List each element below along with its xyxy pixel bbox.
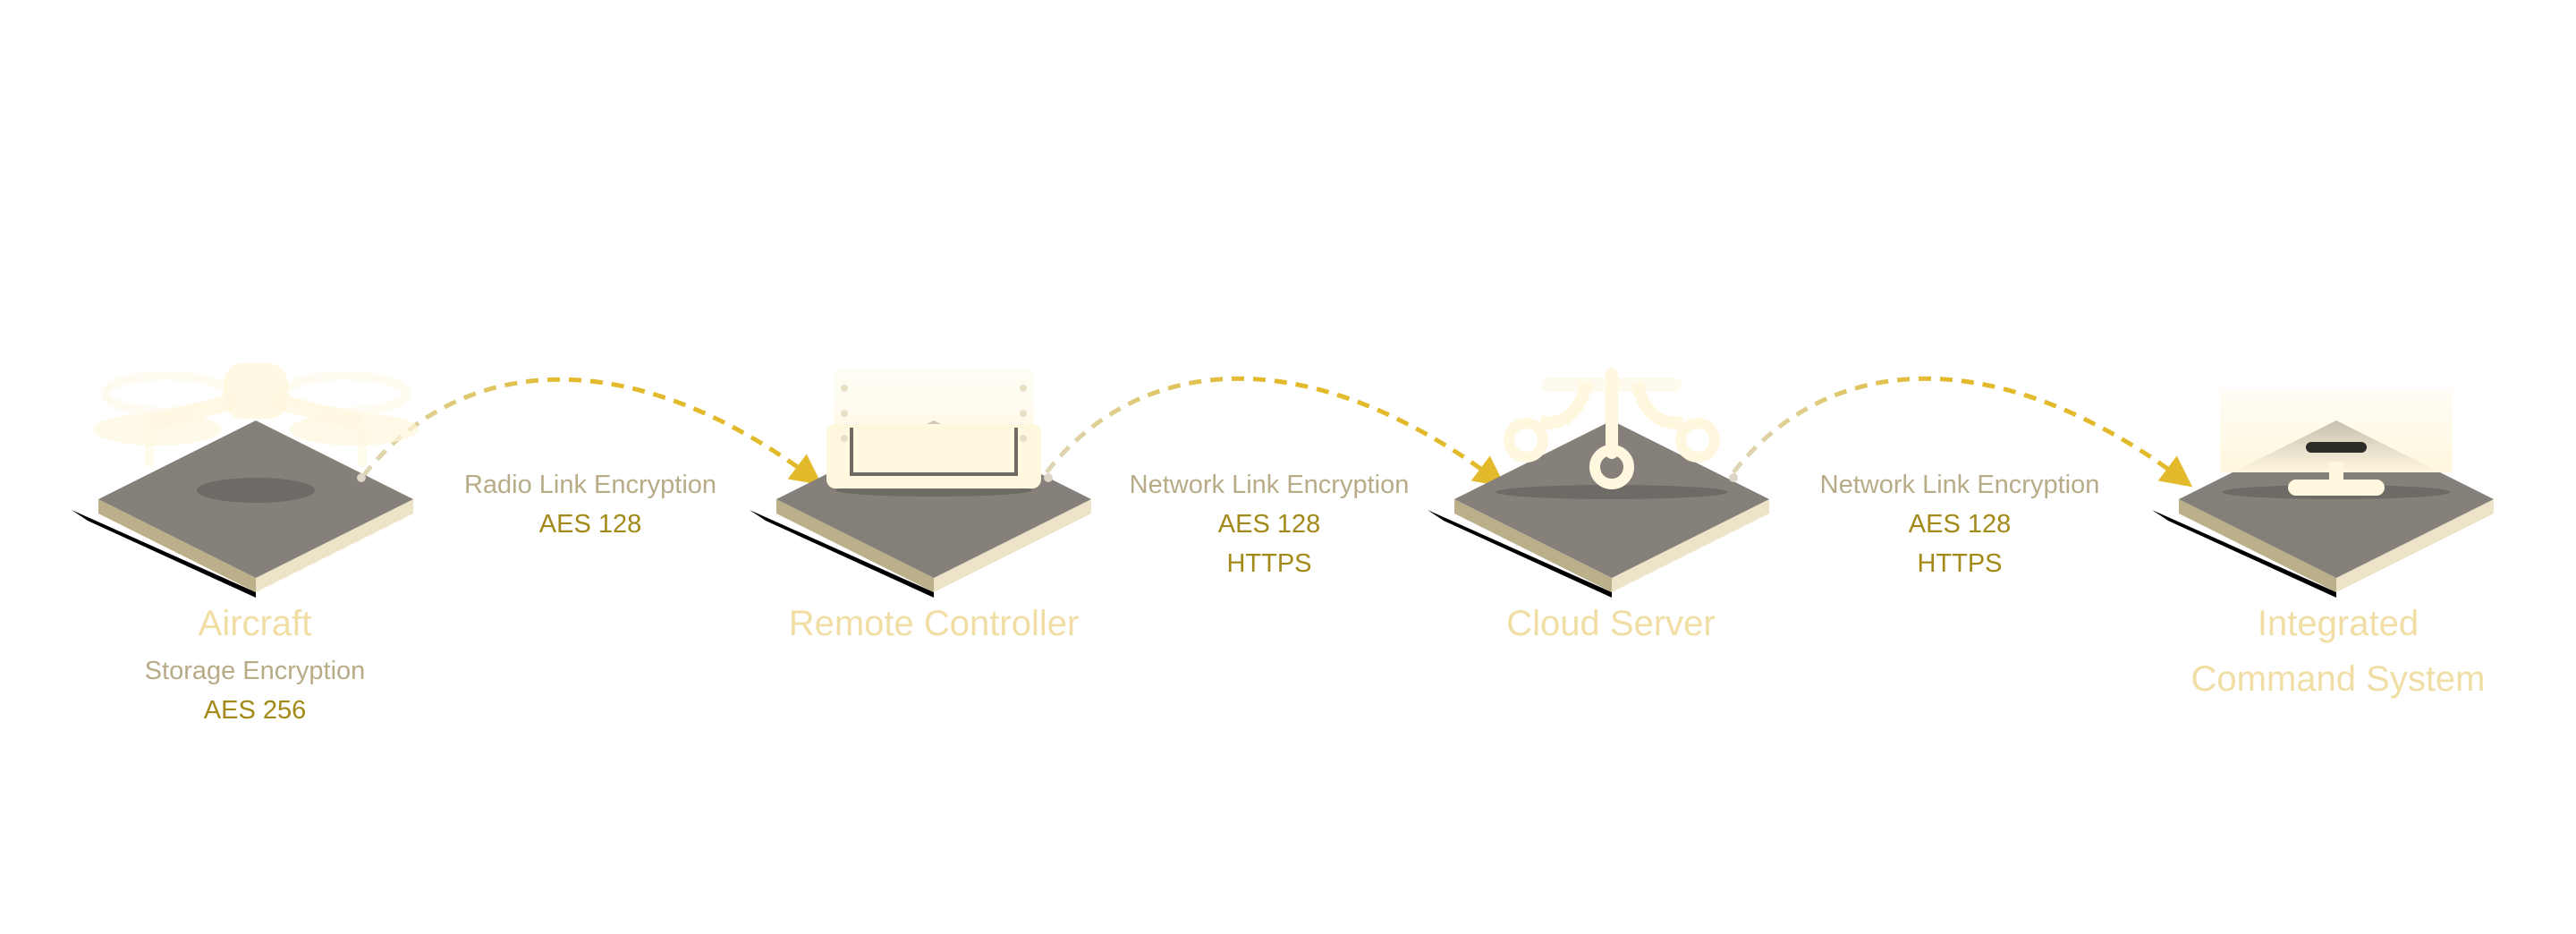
link-dashed-arc [1732, 376, 2193, 488]
node-title-integrated-command-system-line2: Command System [2190, 659, 2486, 699]
remote-controller-icon [826, 369, 1053, 497]
link-value-network-1-https: HTTPS [1226, 549, 1312, 578]
platform-shadow [750, 510, 934, 598]
link-title-network-1: Network Link Encryption [1129, 471, 1410, 499]
link-dashed-arc [1045, 376, 1506, 488]
monitor-icon [2220, 388, 2453, 499]
link-arrow-2 [1045, 376, 1506, 488]
drone-icon [93, 363, 419, 503]
network-node-center [1589, 445, 1634, 489]
platform-shadow [1428, 510, 1612, 598]
link-dashed-arc [361, 377, 823, 486]
monitor-stand [2329, 462, 2343, 483]
node-title-cloud-server: Cloud Server [1506, 604, 1716, 643]
link-value-network-1-aes: AES 128 [1217, 510, 1321, 539]
remote-button-left [841, 435, 848, 442]
propeller-left-front [93, 413, 222, 446]
link-arrow-3 [1732, 376, 2193, 488]
remote-button-left [841, 385, 848, 392]
platform-right-face [2336, 499, 2494, 592]
remote-button-right [1020, 410, 1027, 417]
node-cloud-server [1428, 368, 1769, 598]
network-node-right [1675, 418, 1720, 463]
monitor-screen-bar [2306, 442, 2367, 453]
platform-shadow [2152, 510, 2336, 598]
link-value-network-2-aes: AES 128 [1908, 510, 2012, 539]
remote-button-left [841, 410, 848, 417]
status-dot [1044, 473, 1053, 482]
platform-left-face [776, 499, 934, 592]
link-value-radio-aes: AES 128 [538, 510, 642, 539]
link-value-network-2-https: HTTPS [1917, 549, 2003, 578]
platform-right-face [934, 499, 1091, 592]
remote-button-right [1020, 435, 1027, 442]
node-title-integrated-command-system-line1: Integrated [2257, 604, 2419, 643]
remote-screen-frame [850, 428, 1018, 476]
remote-button-right [1020, 385, 1027, 392]
network-branch-right [1631, 381, 1685, 429]
platform-left-face [2179, 499, 2336, 592]
platform-left-face [1454, 499, 1612, 592]
drone-body [224, 363, 288, 419]
link-arrow-1 [361, 377, 823, 486]
remote-body [826, 424, 1041, 488]
network-branch-left [1538, 381, 1593, 429]
status-dot [357, 473, 366, 482]
platform-shadow [72, 510, 256, 598]
monitor-base [2288, 480, 2385, 496]
network-nodes-icon [1496, 368, 1738, 499]
node-value-aircraft: AES 256 [203, 696, 307, 725]
propeller-right-front [290, 413, 419, 446]
platform-right-face [256, 499, 413, 592]
link-title-radio: Radio Link Encryption [463, 471, 717, 499]
node-title-remote-controller: Remote Controller [788, 604, 1080, 643]
status-dot [1729, 473, 1738, 482]
platform-right-face [1612, 499, 1769, 592]
drone-leg-right [358, 428, 367, 467]
node-integrated-command-system [2152, 388, 2494, 598]
node-title-aircraft: Aircraft [198, 604, 312, 643]
drone-shadow [197, 478, 315, 503]
node-aircraft [72, 363, 419, 598]
network-shadow [1496, 485, 1728, 499]
network-node-left [1504, 418, 1548, 463]
link-title-network-2: Network Link Encryption [1819, 471, 2100, 499]
drone-leg-left [145, 428, 154, 467]
node-subtitle-aircraft: Storage Encryption [144, 657, 366, 685]
node-remote-controller [750, 369, 1091, 598]
platform-left-face [98, 499, 256, 592]
monitor-screen-glow [2220, 388, 2453, 472]
